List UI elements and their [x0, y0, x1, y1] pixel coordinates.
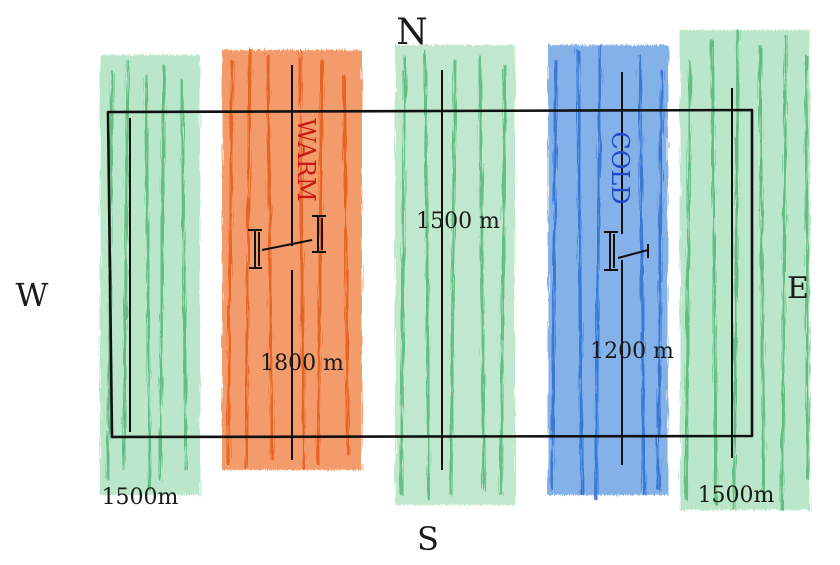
compass-west: W: [16, 276, 49, 314]
height-cold-column: 1200 m: [590, 339, 674, 364]
column-lines: [129, 65, 733, 470]
compass-south: S: [417, 520, 439, 558]
compass-north: N: [396, 12, 428, 53]
cold-marker-icon: [604, 231, 649, 271]
cold-label: COLD: [606, 131, 634, 204]
green-band-middle: [395, 45, 515, 505]
warm-label: WARM: [292, 118, 320, 201]
height-west: 1500m: [102, 485, 179, 510]
height-warm-column: 1800 m: [260, 351, 344, 376]
warm-marker-icon: [248, 215, 326, 269]
height-east: 1500m: [698, 483, 775, 508]
region-outline: [106, 108, 754, 439]
green-band-west: [100, 55, 200, 495]
height-middle: 1500 m: [416, 209, 500, 234]
compass-east: E: [787, 271, 809, 306]
cold-band: [548, 44, 668, 501]
green-band-east: [680, 29, 810, 511]
